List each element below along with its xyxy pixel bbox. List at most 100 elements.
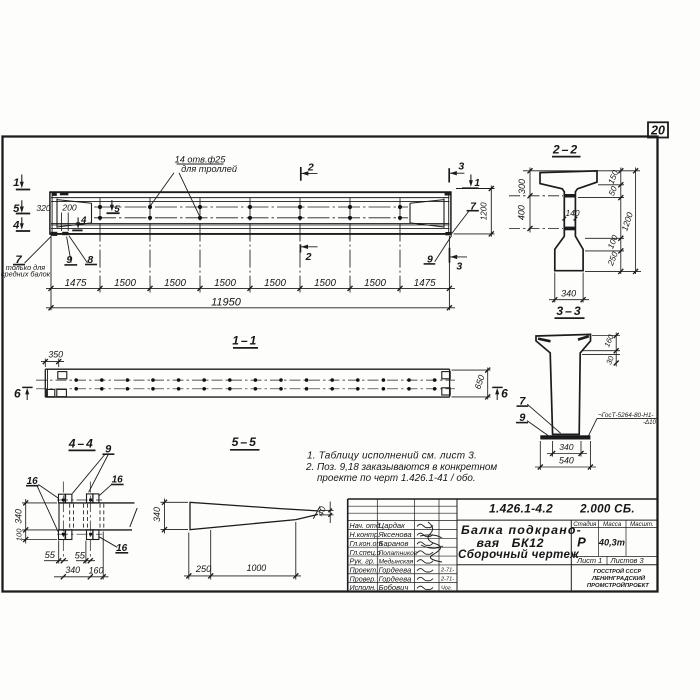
svg-text:5: 5 xyxy=(13,203,20,215)
svg-text:1: 1 xyxy=(474,178,480,189)
svg-text:Рук. гр.: Рук. гр. xyxy=(350,557,375,566)
svg-text:Гордеева: Гордеева xyxy=(379,566,412,575)
svg-text:1500: 1500 xyxy=(364,278,386,289)
svg-text:Стадия: Стадия xyxy=(573,521,597,528)
svg-text:6: 6 xyxy=(14,387,21,401)
svg-text:6: 6 xyxy=(501,387,508,401)
svg-text:2–2: 2–2 xyxy=(552,143,579,157)
svg-text:4–4: 4–4 xyxy=(68,436,95,450)
svg-text:3: 3 xyxy=(458,161,464,173)
svg-text:5–5: 5–5 xyxy=(232,435,258,449)
svg-text:¬ГосТ-5264-80-Н1-: ¬ГосТ-5264-80-Н1- xyxy=(598,412,654,419)
svg-text:340: 340 xyxy=(65,565,80,575)
svg-text:7: 7 xyxy=(519,395,526,407)
svg-text:540: 540 xyxy=(559,456,574,466)
svg-text:30: 30 xyxy=(604,354,616,366)
svg-text:55: 55 xyxy=(75,549,86,560)
svg-text:ЛЕНИНГРАДСКИЙ: ЛЕНИНГРАДСКИЙ xyxy=(591,574,646,582)
svg-text:1500: 1500 xyxy=(164,278,186,289)
svg-text:Медынская: Медынская xyxy=(379,558,414,566)
svg-text:9: 9 xyxy=(66,254,72,266)
svg-text:1. Таблицу исполнений см. лис: 1. Таблицу исполнений см. лист 3. xyxy=(307,450,477,462)
svg-text:Гл.кон.от: Гл.кон.от xyxy=(350,539,383,548)
svg-text:1–1: 1–1 xyxy=(232,334,258,348)
svg-text:8: 8 xyxy=(87,254,93,266)
svg-text:160: 160 xyxy=(89,565,104,575)
svg-text:1475: 1475 xyxy=(65,278,87,289)
svg-text:1475: 1475 xyxy=(414,278,436,289)
svg-text:только для: только для xyxy=(6,263,46,272)
svg-text:7: 7 xyxy=(470,200,477,212)
svg-text:Яксенова: Яксенова xyxy=(378,530,412,539)
svg-text:16: 16 xyxy=(112,475,124,486)
svg-text:16: 16 xyxy=(116,543,128,554)
svg-text:1500: 1500 xyxy=(114,278,136,289)
svg-text:340: 340 xyxy=(152,507,162,522)
svg-text:9: 9 xyxy=(105,444,112,456)
svg-text:Масшт.: Масшт. xyxy=(630,521,654,528)
svg-text:2: 2 xyxy=(307,161,314,173)
svg-text:Баранов: Баранов xyxy=(379,539,409,548)
svg-text:340: 340 xyxy=(13,509,23,524)
svg-text:350: 350 xyxy=(48,349,63,359)
svg-text:1200: 1200 xyxy=(479,202,488,220)
svg-text:2. Поз. 9,18 заказываются в ко: 2. Поз. 9,18 заказываются в конкретном xyxy=(305,462,497,473)
svg-text:Листов 3: Листов 3 xyxy=(610,556,645,565)
svg-text:150: 150 xyxy=(606,168,621,185)
svg-text:Проект.: Проект. xyxy=(350,566,379,575)
svg-text:1500: 1500 xyxy=(314,278,336,289)
svg-text:2-71-: 2-71- xyxy=(440,576,454,582)
svg-text:9: 9 xyxy=(427,253,433,265)
svg-text:1500: 1500 xyxy=(264,278,286,289)
svg-text:300: 300 xyxy=(517,179,527,194)
svg-text:250: 250 xyxy=(195,564,212,574)
svg-text:20: 20 xyxy=(650,123,665,137)
svg-text:2-71-: 2-71- xyxy=(440,568,454,574)
svg-text:Р: Р xyxy=(577,535,586,550)
svg-text:Цардак: Цардак xyxy=(379,521,406,530)
svg-text:1000: 1000 xyxy=(247,563,267,573)
svg-text:Лист 1: Лист 1 xyxy=(576,556,602,565)
svg-text:7: 7 xyxy=(15,254,22,266)
svg-text:Полатников: Полатников xyxy=(379,550,418,557)
svg-text:140: 140 xyxy=(566,208,580,218)
svg-text:Бобович: Бобович xyxy=(379,583,409,592)
svg-text:5: 5 xyxy=(114,204,120,215)
svg-text:для троллей: для троллей xyxy=(181,164,237,174)
svg-text:2.000 СБ.: 2.000 СБ. xyxy=(579,503,635,516)
svg-text:Масса: Масса xyxy=(603,521,622,528)
svg-text:Чог.: Чог. xyxy=(441,585,452,591)
svg-text:проекте по черт 1.426.1-41 / о: проекте по черт 1.426.1-41 / обо. xyxy=(317,473,476,484)
svg-text:9: 9 xyxy=(519,412,526,424)
svg-text:40: 40 xyxy=(315,505,328,518)
svg-text:средних балок: средних балок xyxy=(1,270,51,279)
svg-text:200: 200 xyxy=(61,202,77,212)
svg-text:Нач. отд: Нач. отд xyxy=(350,521,380,530)
svg-text:Исполн.: Исполн. xyxy=(350,583,377,592)
svg-text:1.426.1-4.2: 1.426.1-4.2 xyxy=(489,502,553,516)
svg-text:Гордеева: Гордеева xyxy=(379,574,412,583)
svg-text:Балка подкрано-: Балка подкрано- xyxy=(461,523,582,537)
svg-text:3–3: 3–3 xyxy=(556,304,582,318)
svg-text:4: 4 xyxy=(80,215,87,226)
svg-text:2: 2 xyxy=(305,251,312,263)
svg-text:3: 3 xyxy=(456,260,462,272)
svg-text:50: 50 xyxy=(606,184,619,197)
svg-text:вая БК12: вая БК12 xyxy=(477,536,545,550)
svg-text:ПРОМСТРОЙПРОЕКТ: ПРОМСТРОЙПРОЕКТ xyxy=(587,581,650,589)
svg-text:340: 340 xyxy=(559,442,574,452)
svg-text:4: 4 xyxy=(12,219,20,231)
svg-text:Сборочный чертеж: Сборочный чертеж xyxy=(458,548,580,561)
svg-text:320: 320 xyxy=(36,203,51,213)
svg-text:100: 100 xyxy=(14,528,23,541)
svg-text:400: 400 xyxy=(516,205,526,220)
svg-text:340: 340 xyxy=(561,288,576,298)
svg-text:1500: 1500 xyxy=(214,278,236,289)
svg-text:Н.контр.: Н.контр. xyxy=(350,530,380,539)
svg-text:11950: 11950 xyxy=(211,297,242,309)
svg-text:ГОССТРОЙ СССР: ГОССТРОЙ СССР xyxy=(593,567,641,575)
svg-text:100: 100 xyxy=(605,233,620,250)
svg-text:14 отв.ф25: 14 отв.ф25 xyxy=(175,154,227,164)
svg-text:16: 16 xyxy=(27,476,39,487)
svg-text:1: 1 xyxy=(13,177,19,189)
